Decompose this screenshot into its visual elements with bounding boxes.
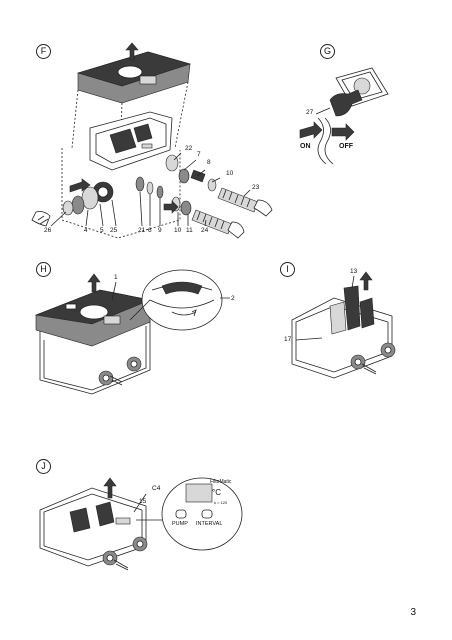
figure-f-drawing	[31, 42, 273, 239]
panel-brand: FiltoMatic	[210, 479, 232, 485]
callout-24: 24	[201, 227, 209, 234]
callout-7: 7	[197, 151, 201, 158]
callout-25: 25	[110, 227, 118, 234]
figure-h-drawing	[34, 269, 230, 395]
callout-6: 6	[148, 227, 152, 234]
callout-22: 22	[185, 145, 193, 152]
off-label: OFF	[339, 143, 353, 150]
callout-9: 9	[158, 227, 162, 234]
callout-13: 13	[350, 268, 358, 275]
section-letter-g: G	[320, 44, 335, 59]
callout-1: 1	[114, 274, 118, 281]
panel-small-text: k = 120	[214, 500, 228, 505]
callout-10: 10	[226, 170, 234, 177]
section-letter-i: I	[280, 262, 295, 277]
callout-4: 4	[84, 227, 88, 234]
callout-26: 26	[44, 227, 52, 234]
panel-temp-unit: °C	[212, 488, 221, 497]
callout-10-lower: 10	[174, 227, 182, 234]
callout-8: 8	[207, 159, 211, 166]
callout-21: 21	[138, 227, 146, 234]
pump-label: PUMP	[172, 521, 188, 527]
callout-23: 23	[252, 184, 260, 191]
figure-i-drawing	[291, 271, 396, 379]
callout-11: 11	[186, 227, 193, 234]
on-label: ON	[300, 143, 311, 150]
callout-27: 27	[306, 109, 314, 116]
callout-5: 5	[100, 227, 104, 234]
section-letter-h: H	[36, 262, 51, 277]
section-letter-f: F	[36, 44, 51, 59]
callout-c4: C4	[152, 485, 161, 492]
callout-17: 17	[284, 336, 292, 343]
figure-g-drawing	[299, 67, 389, 165]
callout-15: 15	[139, 498, 147, 505]
figure-j-drawing	[39, 477, 243, 571]
section-letter-j: J	[36, 459, 51, 474]
interval-label: INTERVAL	[196, 521, 223, 527]
callout-2: 2	[231, 295, 235, 302]
page-number: 3	[410, 607, 416, 618]
